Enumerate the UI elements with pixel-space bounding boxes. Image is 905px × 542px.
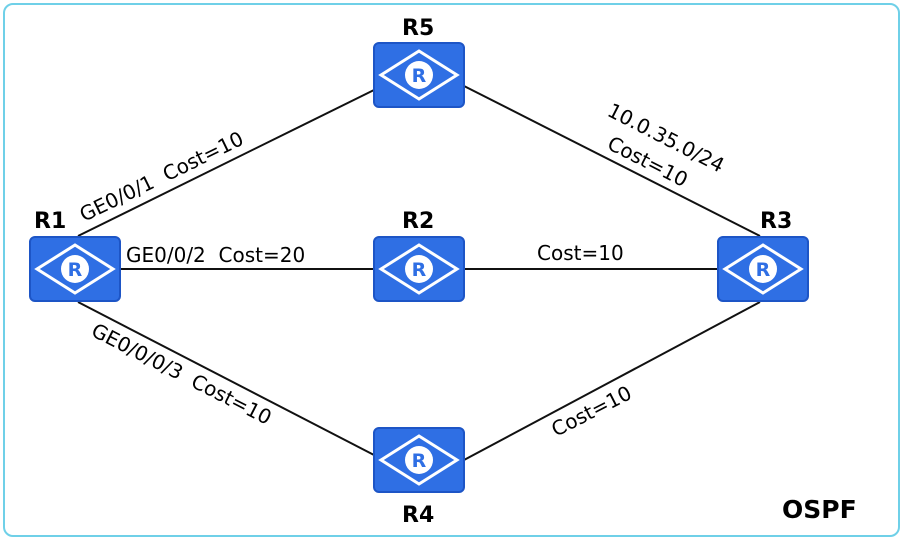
router-r2[interactable] — [372, 235, 466, 303]
router-r3[interactable] — [716, 235, 810, 303]
router-r2-name: R2 — [402, 209, 434, 234]
link-r4-r3 — [463, 301, 761, 461]
router-icon — [28, 235, 122, 303]
link-r1-r4-label: GE0/0/0/3 Cost=10 — [88, 318, 276, 430]
link-r1-r2-label: GE0/0/2 Cost=20 — [126, 243, 305, 267]
router-icon — [372, 235, 466, 303]
router-icon — [716, 235, 810, 303]
router-r1[interactable] — [28, 235, 122, 303]
router-r1-name: R1 — [34, 209, 66, 234]
link-r1-r5-label: GE0/0/1 Cost=10 — [76, 126, 248, 226]
router-r3-name: R3 — [760, 209, 792, 234]
link-r1-r5 — [77, 89, 375, 237]
link-r2-r3-label: Cost=10 — [537, 241, 624, 265]
router-r5[interactable] — [372, 41, 466, 109]
protocol-label: OSPF — [782, 495, 857, 524]
router-r5-name: R5 — [402, 16, 434, 41]
link-r5-r3 — [463, 85, 761, 237]
router-icon — [372, 41, 466, 109]
link-r4-r3-label: Cost=10 — [547, 381, 635, 442]
router-r4-name: R4 — [402, 503, 434, 528]
link-r1-r4 — [77, 301, 375, 456]
router-r4[interactable] — [372, 426, 466, 494]
router-icon — [372, 426, 466, 494]
diagram-frame — [3, 3, 900, 537]
